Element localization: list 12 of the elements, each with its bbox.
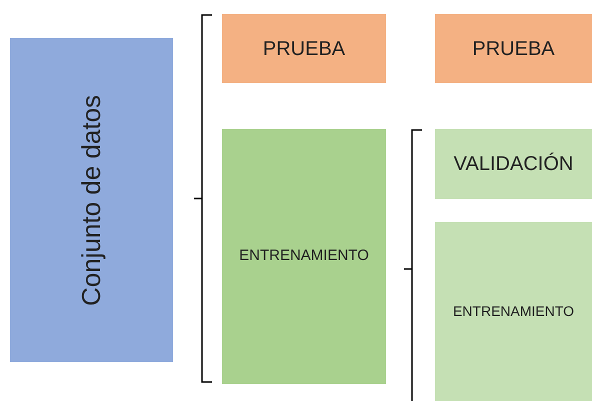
split-box [222,129,386,384]
box-label: PRUEBA [262,36,346,62]
split-box [435,222,592,401]
box-label: ENTRENAMIENTO [239,246,369,266]
box-label: VALIDACIÓN [454,152,574,177]
split-box [435,129,592,199]
box-label: Conjunto de datos [75,94,107,306]
split-box [435,14,592,83]
dataset-box [10,38,173,362]
split-box [222,14,386,83]
box-label: PRUEBA [472,36,555,62]
box-label: ENTRENAMIENTO [452,302,574,321]
